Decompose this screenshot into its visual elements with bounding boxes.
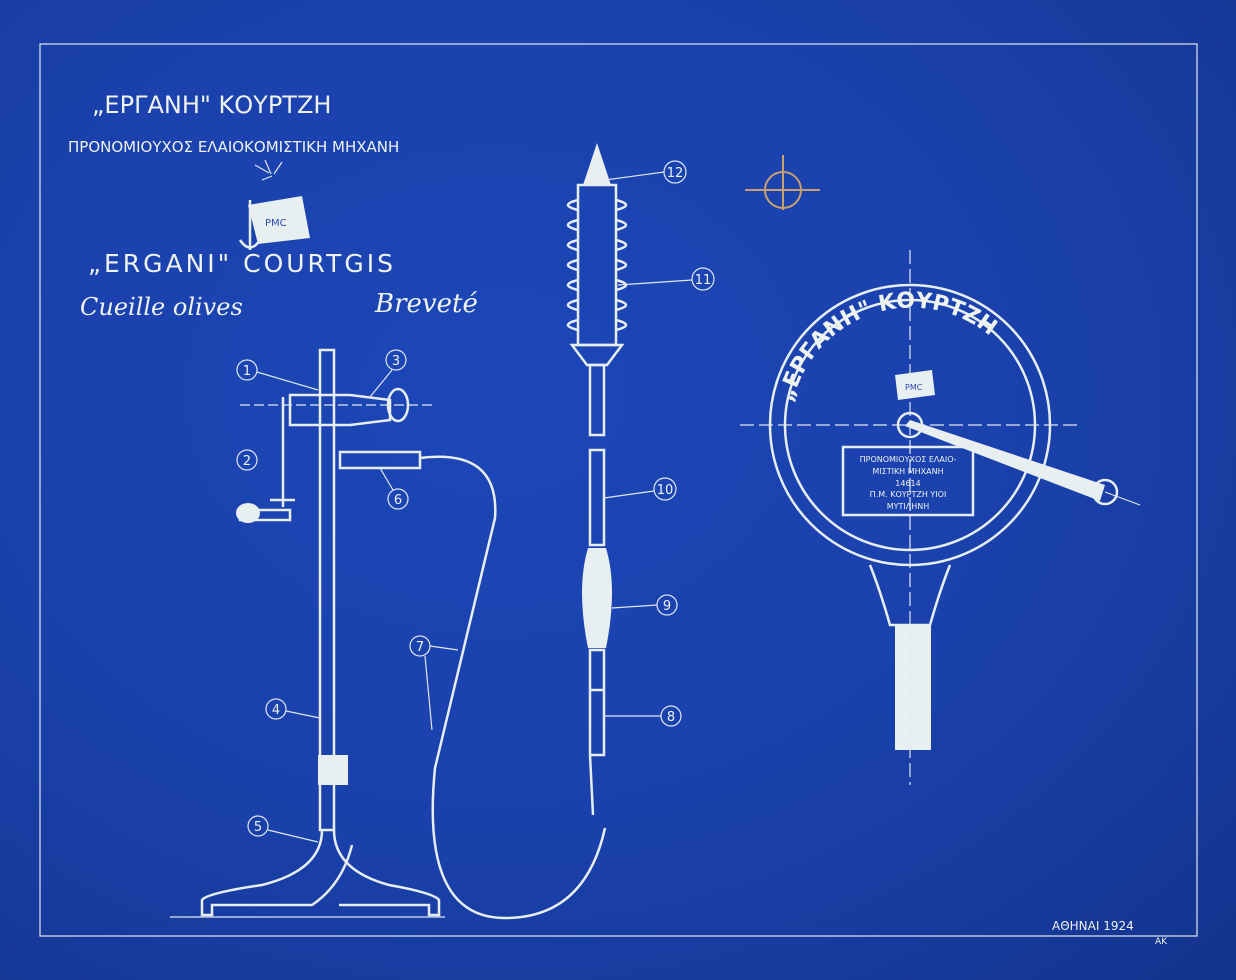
plate-line: ΜΥΤΙΛΗΝΗ [887, 502, 930, 511]
title-latin: „ERGANI" COURTGIS [88, 249, 396, 278]
svg-text:4: 4 [272, 703, 280, 718]
svg-text:PMC: PMC [905, 383, 923, 392]
svg-text:2: 2 [243, 454, 251, 469]
picker-shaft-drawing [566, 143, 628, 816]
svg-text:PMC: PMC [265, 218, 287, 229]
callout-3: 3 [369, 349, 407, 398]
svg-text:8: 8 [667, 710, 675, 725]
svg-text:5: 5 [254, 820, 262, 835]
registration-mark [745, 155, 820, 210]
callout-1: 1 [236, 359, 319, 391]
frame-border [39, 43, 1198, 937]
callout-12: 12 [604, 160, 687, 184]
monogram: ΑΚ [1155, 937, 1168, 947]
crank-stand-drawing [170, 348, 607, 920]
subtitle-latin: Cueille olives [80, 293, 243, 321]
callout-9: 9 [611, 594, 678, 616]
svg-text:10: 10 [657, 483, 674, 498]
svg-text:7: 7 [416, 640, 424, 655]
callout-11: 11 [617, 267, 715, 291]
subtitle-latin-breveté: Breveté [374, 289, 478, 319]
plate-line: ΜΙΣΤΙΚΗ ΜΗΧΑΝΗ [872, 467, 943, 476]
part-callouts: 1 2 3 4 5 6 7 8 9 10 11 12 [236, 160, 715, 843]
callout-5: 5 [247, 815, 319, 843]
svg-text:6: 6 [394, 493, 402, 508]
svg-text:9: 9 [663, 599, 671, 614]
dial-gauge-drawing: „ΕΡΓΑΝΗ" ΚΟΥΡΤΖΗ PMC ΠΡΟΝΟΜΙΟΥΧΟΣ ΕΛΑΙΟ-… [740, 250, 1141, 785]
dial-ring-text: „ΕΡΓΑΝΗ" ΚΟΥΡΤΖΗ [774, 288, 1001, 404]
svg-text:1: 1 [243, 364, 251, 379]
pmc-logo: PMC [238, 159, 310, 250]
callout-10: 10 [603, 477, 677, 501]
callout-2: 2 [236, 449, 258, 471]
plate-line: Π.Μ. ΚΟΥΡΤΖΗ ΥΙΟΙ [870, 490, 947, 499]
callout-7: 7 [409, 635, 459, 731]
svg-text:11: 11 [695, 273, 712, 288]
plate-line: ΠΡΟΝΟΜΙΟΥΧΟΣ ΕΛΑΙΟ- [860, 455, 957, 464]
svg-text:12: 12 [667, 166, 684, 181]
callout-6: 6 [379, 467, 409, 510]
callout-4: 4 [265, 698, 321, 720]
subtitle-greek: ΠΡΟΝΟΜΙΟΥΧΟΣ ΕΛΑΙΟΚΟΜΙΣΤΙΚΗ ΜΗΧΑΝΗ [68, 138, 399, 156]
place-date: ΑΘΗΝΑΙ 1924 [1052, 919, 1134, 933]
callout-8: 8 [604, 705, 682, 727]
plate-line: 14614 [895, 479, 920, 488]
svg-text:3: 3 [392, 354, 400, 369]
title-greek: „ΕΡΓΑΝΗ" ΚΟΥΡΤΖΗ [92, 91, 331, 119]
